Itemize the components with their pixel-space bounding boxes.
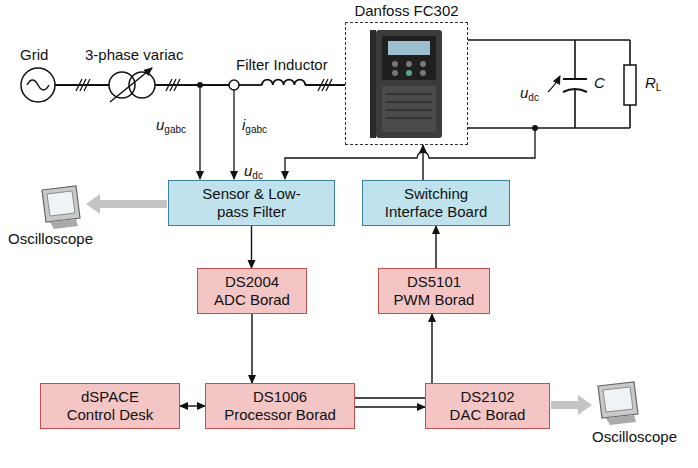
subscript: gabc	[164, 124, 186, 135]
oscilloscope-icon	[598, 382, 638, 425]
signal-connector	[251, 226, 252, 268]
subscript: gabc	[245, 124, 267, 135]
subscript: L	[656, 82, 662, 93]
resistor-symbol	[624, 65, 636, 105]
box-text: DS2004 ADC Borad	[210, 273, 294, 309]
symbol-letter: R	[645, 74, 656, 91]
output-arrow	[551, 395, 592, 415]
signal-connector	[251, 314, 252, 383]
box-text: DS1006 Processor Borad	[221, 388, 339, 424]
interface-box: Switching Interface Board	[362, 180, 510, 226]
part-label: RL	[645, 74, 661, 92]
box-text: DS2102 DAC Borad	[446, 388, 530, 424]
output-arrow	[86, 194, 167, 214]
dc-bus	[468, 40, 630, 128]
signal-connector	[435, 226, 436, 268]
symbol-letter: C	[594, 74, 605, 91]
signal-name: udc	[520, 84, 539, 102]
signal-connector	[422, 145, 423, 180]
part-label: C	[594, 74, 605, 92]
symbol-letter: u	[520, 84, 528, 101]
board-box: DS5101 PWM Borad	[378, 268, 490, 314]
subscript: dc	[252, 170, 263, 181]
measurement-wire	[200, 88, 535, 179]
device-label: Oscilloscope	[8, 230, 93, 248]
junction-dot	[197, 82, 203, 88]
board-box: DS2102 DAC Borad	[425, 383, 550, 429]
part-label: 3-phase variac	[85, 46, 183, 64]
three-phase-ticks	[76, 79, 332, 91]
board-box: DS1006 Processor Borad	[205, 383, 355, 429]
grid-source-symbol	[21, 68, 55, 102]
part-label: Filter Inductor	[236, 56, 328, 74]
subscript: dc	[528, 92, 539, 103]
signal-connector	[355, 406, 425, 407]
variac-symbol	[109, 68, 155, 102]
symbol-letter: i	[242, 116, 245, 133]
board-box: DS2004 ADC Borad	[197, 268, 307, 314]
signal-connector	[355, 314, 432, 398]
capacitor-symbol	[563, 79, 587, 92]
current-sensor-symbol	[229, 80, 239, 90]
signal-name: igabc	[242, 116, 267, 134]
signal-connector	[180, 405, 205, 406]
drive-housing: Danfoss FC302	[345, 22, 468, 145]
box-text: dSPACE Control Desk	[61, 388, 159, 424]
box-text: Sensor & Low-pass Filter	[192, 185, 312, 221]
symbol-letter: u	[244, 162, 252, 179]
symbol-letter: u	[156, 116, 164, 133]
box-text: Switching Interface Board	[377, 185, 495, 221]
software-box: dSPACE Control Desk	[40, 383, 180, 429]
signal-name: udc	[244, 162, 263, 180]
voltage-arrow	[548, 76, 560, 92]
signal-name: ugabc	[156, 116, 186, 134]
device-heading: Danfoss FC302	[346, 2, 467, 20]
inductor-symbol	[262, 80, 305, 85]
device-label: Oscilloscope	[592, 428, 677, 446]
box-text: DS5101 PWM Borad	[392, 273, 476, 309]
sensor-box: Sensor & Low-pass Filter	[168, 180, 335, 226]
oscilloscope-icon	[42, 186, 80, 229]
drive-illustration	[370, 30, 442, 138]
source-label: Grid	[20, 46, 48, 64]
